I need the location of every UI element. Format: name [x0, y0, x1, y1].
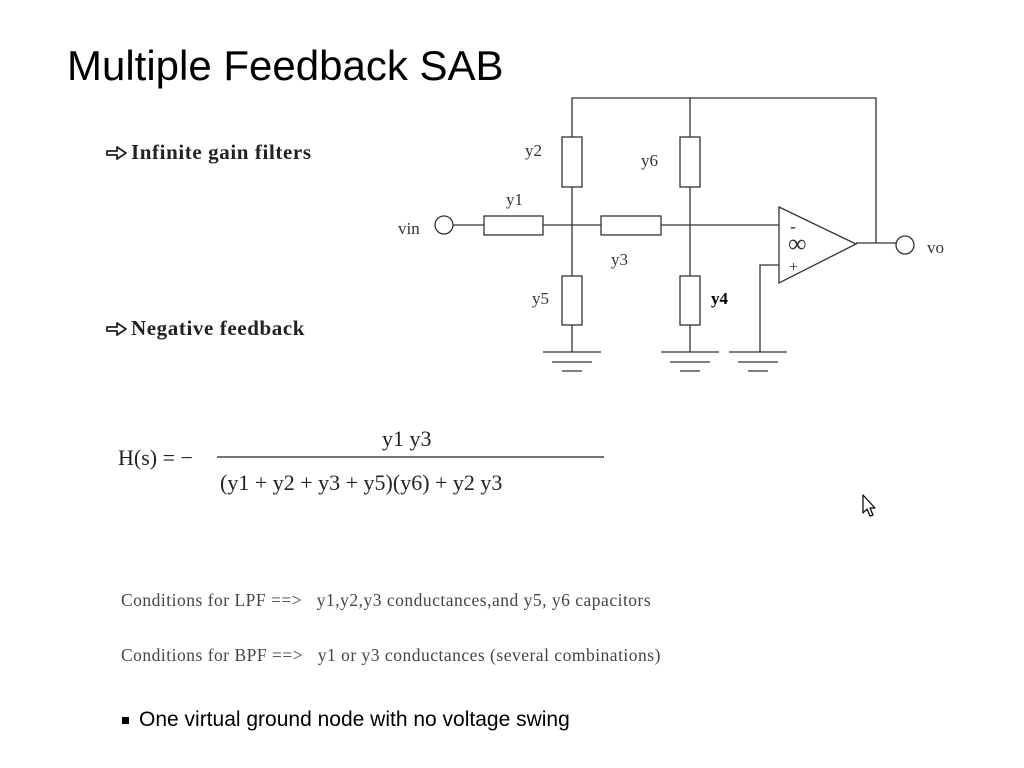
- mouse-pointer-icon: [862, 494, 876, 517]
- ground-symbol-3: [729, 351, 787, 372]
- bullet-label: Infinite gain filters: [131, 140, 312, 164]
- label-y3: y3: [611, 250, 628, 269]
- condition-bpf: Conditions for BPF ==> y1 or y3 conducta…: [121, 645, 661, 665]
- label-y2: y2: [525, 141, 542, 160]
- label-y6: y6: [641, 151, 658, 170]
- output-terminal: [895, 235, 915, 255]
- label-y4: y4: [711, 289, 729, 308]
- opamp-gain: ∞: [788, 229, 807, 258]
- formula-denominator: (y1 + y2 + y3 + y5)(y6) + y2 y3: [220, 470, 502, 495]
- circuit-diagram: vin vo y1 y2 y3 y5 y6 y4 - ∞ +: [398, 97, 944, 372]
- bullet-negative-feedback: Negative feedback: [105, 316, 305, 341]
- label-y1: y1: [506, 190, 523, 209]
- opamp-plus: +: [789, 259, 798, 276]
- bullet-label: Negative feedback: [131, 316, 306, 340]
- label-vo: vo: [927, 238, 944, 257]
- opamp-minus: -: [790, 216, 796, 236]
- ground-symbol-1: [543, 351, 601, 372]
- square-bullet-icon: [122, 716, 129, 724]
- formula-numerator: y1 y3: [382, 426, 432, 451]
- bullet-infinite-gain: Infinite gain filters: [105, 140, 312, 165]
- transfer-function: H(s) = − y1 y3 (y1 + y2 + y3 + y5)(y6) +…: [118, 426, 604, 495]
- slide-title: Multiple Feedback SAB: [67, 42, 504, 89]
- note-text: One virtual ground node with no voltage …: [139, 708, 570, 731]
- condition-lpf: Conditions for LPF ==> y1,y2,y3 conducta…: [121, 590, 652, 610]
- note-bullet: One virtual ground node with no voltage …: [122, 708, 570, 732]
- formula-lhs: H(s) = −: [118, 445, 193, 470]
- hollow-arrow-icon: [106, 321, 127, 336]
- label-vin: vin: [398, 219, 420, 238]
- feedback-wire: [571, 97, 877, 243]
- hollow-arrow-icon: [106, 145, 127, 160]
- label-y5: y5: [532, 289, 549, 308]
- opamp-triangle: [778, 205, 858, 285]
- ground-symbol-2: [661, 351, 719, 372]
